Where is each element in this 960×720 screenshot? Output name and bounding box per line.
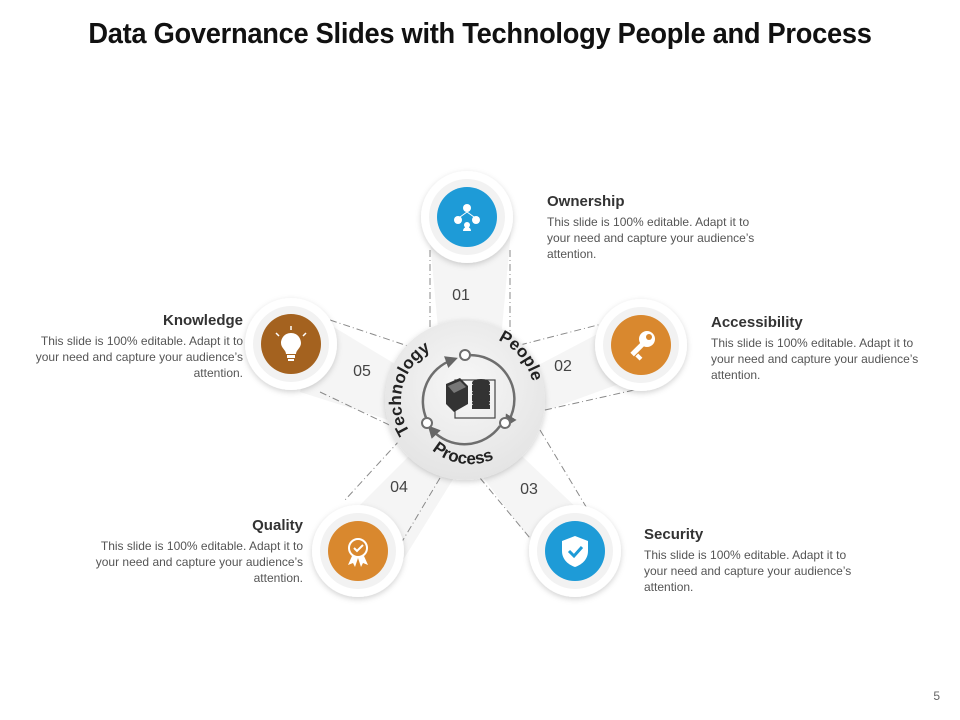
ownership-textblock: Ownership This slide is 100% editable. A… [547,193,767,262]
item-number-01: 01 [452,287,470,304]
node-knowledge [245,298,337,390]
node-ownership [421,171,513,263]
node-accessibility [595,299,687,391]
quality-heading: Quality [252,517,303,534]
security-textblock: Security This slide is 100% editable. Ad… [644,526,864,595]
knowledge-textblock: Knowledge This slide is 100% editable. A… [23,312,243,381]
item-number-05: 05 [353,363,371,380]
page-number: 5 [933,689,940,703]
slide-title: Data Governance Slides with Technology P… [88,18,872,50]
cycle-arrow-people [461,354,517,428]
shield-check-icon [562,536,588,567]
quality-description: This slide is 100% editable. Adapt it to… [95,539,303,585]
lightbulb-icon [275,326,307,361]
key-icon [630,331,655,361]
knowledge-heading: Knowledge [162,312,243,329]
ownership-description: This slide is 100% editable. Adapt it to… [547,215,755,261]
accessibility-textblock: Accessibility This slide is 100% editabl… [711,314,931,383]
accessibility-heading: Accessibility [711,314,803,331]
server-database-icon [446,378,496,419]
security-heading: Security [644,526,704,543]
node-security [529,505,621,597]
node-quality [312,505,404,597]
cycle-arrow-technology [421,356,458,421]
item-number-02: 02 [554,358,572,375]
knowledge-description: This slide is 100% editable. Adapt it to… [35,334,243,380]
security-description: This slide is 100% editable. Adapt it to… [644,548,852,594]
ownership-heading: Ownership [547,193,625,210]
item-number-04: 04 [390,479,408,496]
cycle-arrow-process [427,425,502,446]
accessibility-description: This slide is 100% editable. Adapt it to… [711,336,919,382]
item-number-03: 03 [520,481,538,498]
center-hub [385,320,545,480]
ownership-network-icon [454,204,480,231]
quality-textblock: Quality This slide is 100% editable. Ada… [83,517,303,586]
item-nodes [245,171,687,597]
award-badge-icon [348,538,368,567]
